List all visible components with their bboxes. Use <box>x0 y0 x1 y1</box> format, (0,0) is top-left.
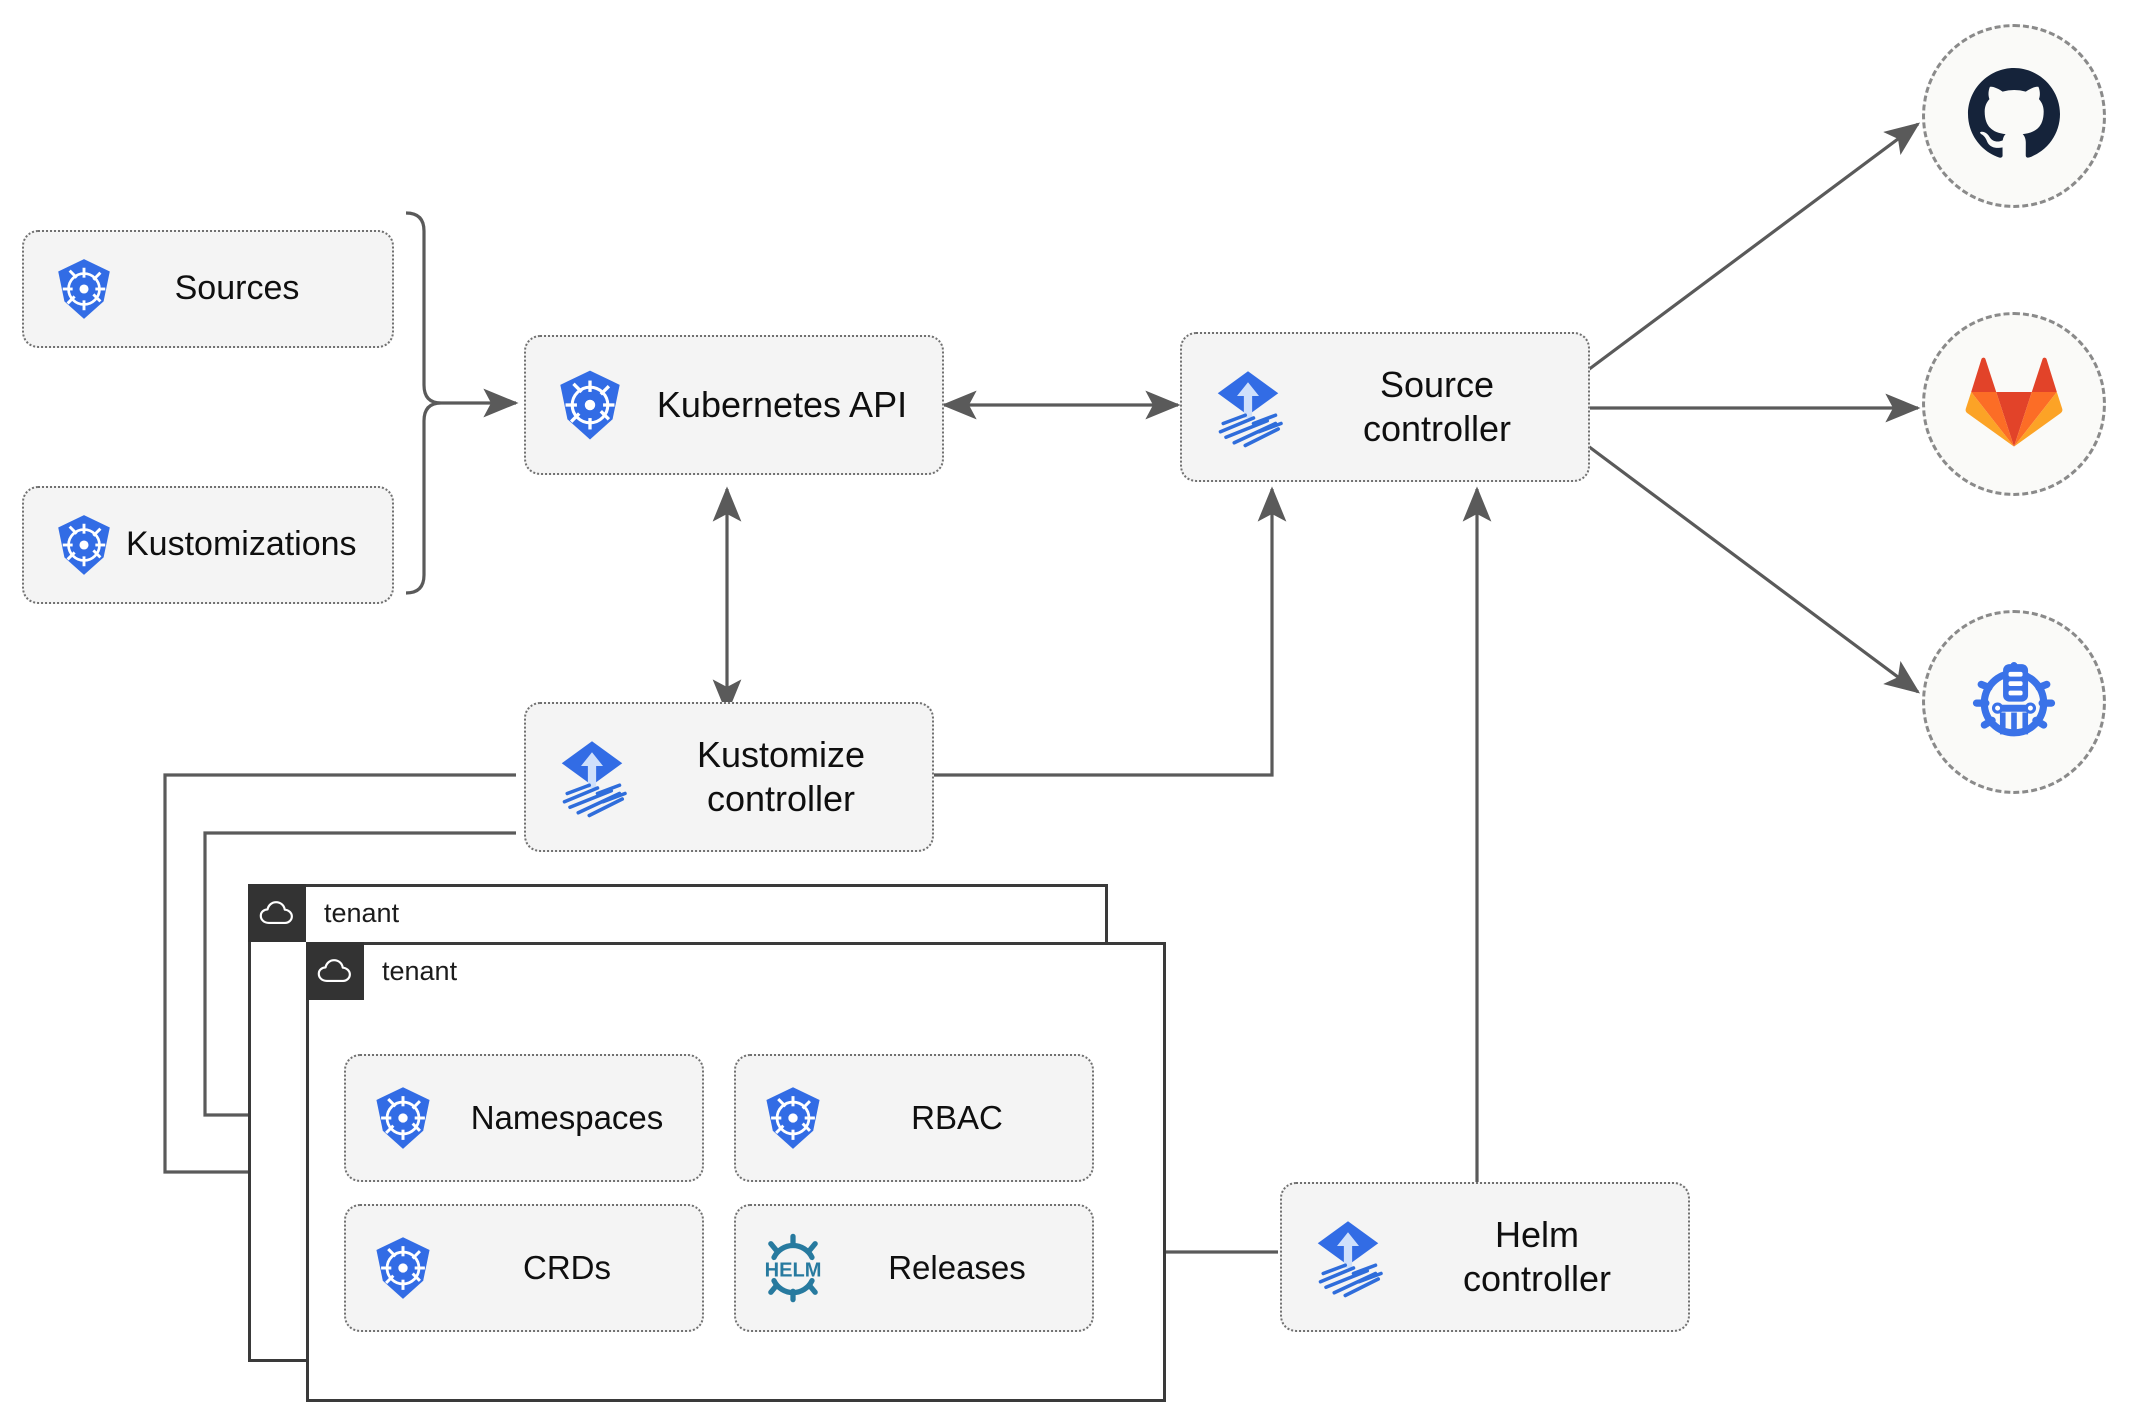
node-label: Sources <box>174 269 300 308</box>
tile-label: CRDs <box>523 1248 611 1286</box>
node-kubernetes-api[interactable]: Kubernetes API <box>524 335 944 475</box>
tile-label: Namespaces <box>470 1098 664 1136</box>
node-source-controller[interactable]: Source controller <box>1180 332 1590 482</box>
flux-icon <box>1296 1213 1400 1301</box>
kubernetes-icon <box>360 1084 446 1152</box>
node-label: Source controller <box>1362 364 1512 449</box>
tile-releases[interactable]: HELM Releases <box>734 1204 1094 1332</box>
kubernetes-icon <box>42 512 126 578</box>
tenant-label: tenant <box>382 955 458 986</box>
node-label: Kustomizations <box>126 525 357 564</box>
flux-icon <box>540 733 644 821</box>
tenant-tab-outer: tenant <box>248 884 399 942</box>
repo-gitlab[interactable] <box>1922 312 2106 496</box>
helm-repository-icon <box>1964 650 2064 755</box>
kubernetes-icon <box>42 256 126 322</box>
svg-text:HELM: HELM <box>765 1259 822 1281</box>
node-label: Helm controller <box>1462 1214 1612 1299</box>
helm-icon: HELM <box>750 1233 836 1303</box>
node-label: Kustomize controller <box>696 734 866 819</box>
kubernetes-icon <box>750 1084 836 1152</box>
kubernetes-icon <box>542 367 638 443</box>
repo-helm-repository[interactable] <box>1922 610 2106 794</box>
tile-crds[interactable]: CRDs <box>344 1204 704 1332</box>
cloud-icon <box>248 884 306 942</box>
node-helm-controller[interactable]: Helm controller <box>1280 1182 1690 1332</box>
tenant-tab-inner: tenant <box>306 942 457 1000</box>
tile-label: RBAC <box>911 1098 1003 1136</box>
repo-github[interactable] <box>1922 24 2106 208</box>
github-icon <box>1966 66 2062 167</box>
kubernetes-icon <box>360 1234 446 1302</box>
flux-icon <box>1196 363 1300 451</box>
node-kustomize-controller[interactable]: Kustomize controller <box>524 702 934 852</box>
tile-rbac[interactable]: RBAC <box>734 1054 1094 1182</box>
tenant-label: tenant <box>324 897 400 928</box>
gitlab-icon <box>1965 355 2063 454</box>
node-kustomizations[interactable]: Kustomizations <box>22 486 394 604</box>
node-sources[interactable]: Sources <box>22 230 394 348</box>
tile-label: Releases <box>888 1248 1026 1286</box>
node-label: Kubernetes API <box>656 384 908 426</box>
cloud-icon <box>306 942 364 1000</box>
tile-namespaces[interactable]: Namespaces <box>344 1054 704 1182</box>
